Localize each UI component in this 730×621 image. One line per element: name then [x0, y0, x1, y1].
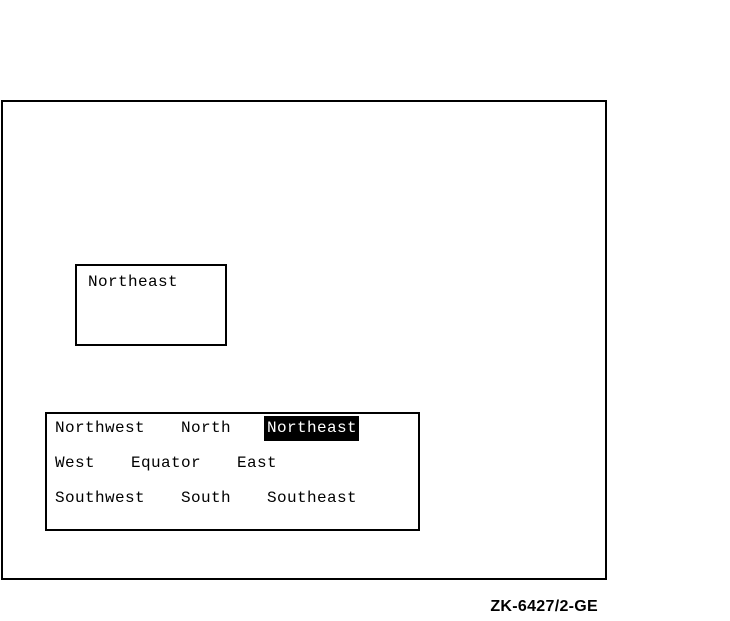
direction-list-box: Northwest North Northeast West Equator E… — [45, 412, 420, 531]
list-item-northwest[interactable]: Northwest — [55, 418, 146, 437]
list-item-west[interactable]: West — [55, 453, 96, 472]
list-item-northeast[interactable]: Northeast — [264, 415, 360, 441]
application-window: Northeast Northwest North Northeast West… — [1, 100, 607, 580]
list-item-east[interactable]: East — [237, 453, 278, 472]
list-row-middle: West Equator East — [55, 445, 418, 480]
list-row-south: Southwest South Southeast — [55, 480, 418, 515]
list-row-north: Northwest North Northeast — [55, 410, 418, 445]
list-item-southeast[interactable]: Southeast — [267, 488, 358, 507]
selected-value-box: Northeast — [75, 264, 227, 346]
list-item-equator[interactable]: Equator — [131, 453, 202, 472]
selected-value-label: Northeast — [88, 273, 179, 291]
list-item-north[interactable]: North — [181, 418, 232, 437]
figure-id-label: ZK-6427/2-GE — [490, 598, 598, 615]
list-item-southwest[interactable]: Southwest — [55, 488, 146, 507]
list-item-south[interactable]: South — [181, 488, 232, 507]
direction-list-rows: Northwest North Northeast West Equator E… — [55, 410, 418, 515]
